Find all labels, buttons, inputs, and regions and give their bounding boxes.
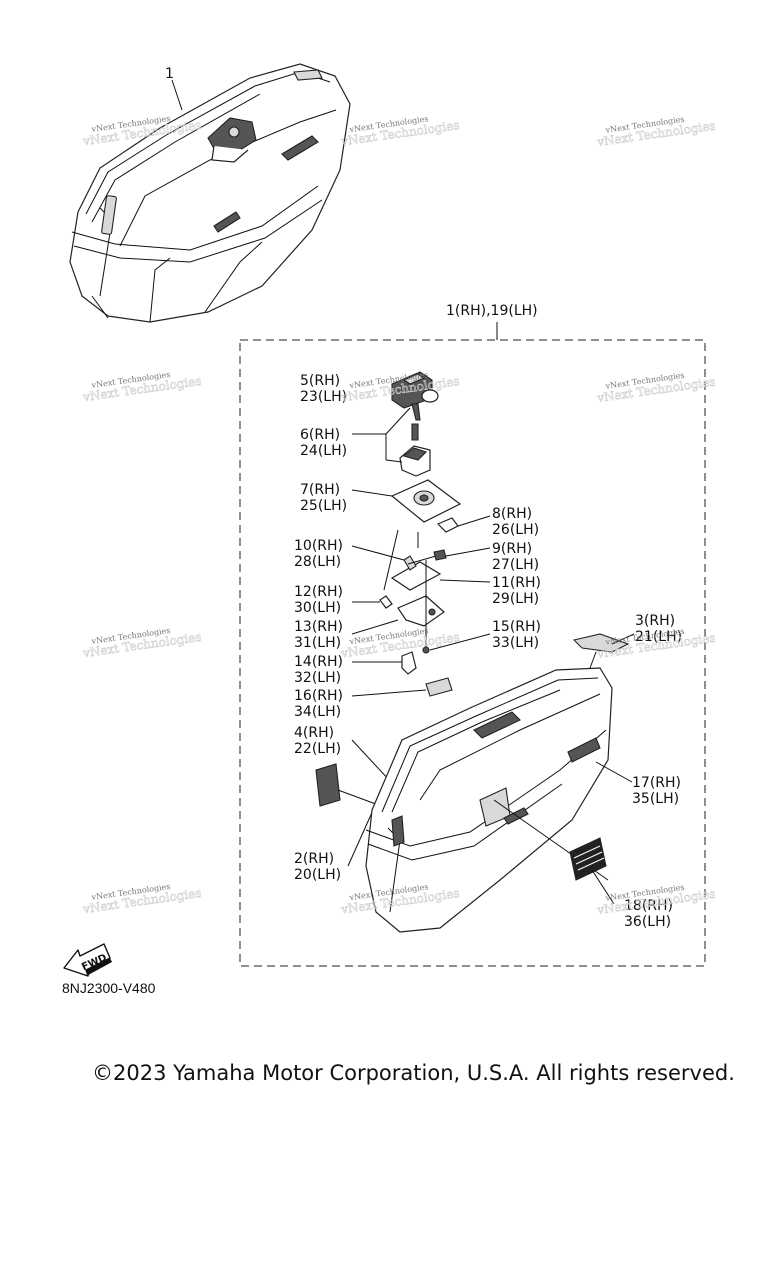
callout-10: 10(RH)28(LH): [294, 538, 343, 570]
svg-text:29(LH): 29(LH): [492, 591, 539, 607]
part-base-plate: [390, 479, 462, 523]
callout-12: 12(RH)30(LH): [294, 584, 343, 616]
svg-text:15(RH): 15(RH): [492, 619, 541, 635]
svg-text:25(LH): 25(LH): [300, 498, 347, 514]
svg-text:24(LH): 24(LH): [300, 443, 347, 459]
part-spring: [379, 595, 393, 609]
part-lock-cylinder: [391, 371, 439, 421]
callout-15: 15(RH)33(LH): [492, 619, 541, 651]
part-reflector: [425, 677, 453, 697]
part-screw: [422, 646, 430, 654]
svg-text:13(RH): 13(RH): [294, 619, 343, 635]
part-side-bracket: [315, 763, 341, 807]
part-lock-assembly: [399, 423, 431, 477]
svg-text:18(RH): 18(RH): [624, 898, 673, 914]
callout-7: 7(RH)25(LH): [300, 482, 347, 514]
callout-13: 13(RH)31(LH): [294, 619, 343, 651]
svg-text:8(RH): 8(RH): [492, 506, 532, 522]
svg-text:20(LH): 20(LH): [294, 867, 341, 883]
svg-text:2(RH): 2(RH): [294, 851, 334, 867]
part-latch-mechanism: [390, 549, 447, 591]
callout-11: 11(RH)29(LH): [492, 575, 541, 607]
callout-4: 4(RH)22(LH): [294, 725, 341, 757]
saddlebag-complete-illustration: [69, 63, 351, 323]
callout-1: 1: [165, 66, 174, 82]
svg-text:30(LH): 30(LH): [294, 600, 341, 616]
svg-text:36(LH): 36(LH): [624, 914, 671, 930]
callout-14: 14(RH)32(LH): [294, 654, 343, 686]
svg-text:35(LH): 35(LH): [632, 791, 679, 807]
figure-code: 8NJ2300-V480: [62, 980, 156, 996]
callout-3: 3(RH)21(LH): [635, 613, 682, 645]
svg-text:32(LH): 32(LH): [294, 670, 341, 686]
svg-text:21(LH): 21(LH): [635, 629, 682, 645]
svg-text:7(RH): 7(RH): [300, 482, 340, 498]
svg-text:34(LH): 34(LH): [294, 704, 341, 720]
svg-text:3(RH): 3(RH): [635, 613, 675, 629]
part-warning-label: [569, 837, 607, 881]
svg-text:27(LH): 27(LH): [492, 557, 539, 573]
svg-text:4(RH): 4(RH): [294, 725, 334, 741]
svg-text:5(RH): 5(RH): [300, 373, 340, 389]
svg-text:26(LH): 26(LH): [492, 522, 539, 538]
svg-text:31(LH): 31(LH): [294, 635, 341, 651]
callout-2: 2(RH)20(LH): [294, 851, 341, 883]
svg-text:23(LH): 23(LH): [300, 389, 347, 405]
svg-text:22(LH): 22(LH): [294, 741, 341, 757]
svg-text:11(RH): 11(RH): [492, 575, 541, 591]
svg-text:6(RH): 6(RH): [300, 427, 340, 443]
callout-6: 6(RH)24(LH): [300, 427, 347, 459]
svg-text:10(RH): 10(RH): [294, 538, 343, 554]
copyright-notice: ©2023 Yamaha Motor Corporation, U.S.A. A…: [92, 1061, 735, 1085]
svg-text:28(LH): 28(LH): [294, 554, 341, 570]
callout-16: 16(RH)34(LH): [294, 688, 343, 720]
callout-8: 8(RH)26(LH): [492, 506, 539, 538]
assembly-label: 1(RH),19(LH): [446, 303, 538, 319]
svg-text:9(RH): 9(RH): [492, 541, 532, 557]
part-latch-plate: [397, 595, 445, 627]
svg-text:16(RH): 16(RH): [294, 688, 343, 704]
part-bracket: [436, 517, 459, 533]
svg-text:14(RH): 14(RH): [294, 654, 343, 670]
saddlebag-exploded-shell: [365, 667, 613, 933]
svg-text:12(RH): 12(RH): [294, 584, 343, 600]
part-emblem: [572, 633, 630, 653]
callout-18: 18(RH)36(LH): [624, 898, 673, 930]
callout-17: 17(RH)35(LH): [632, 775, 681, 807]
svg-text:33(LH): 33(LH): [492, 635, 539, 651]
callout-9: 9(RH)27(LH): [492, 541, 539, 573]
part-hinge-clip: [401, 651, 417, 675]
svg-text:17(RH): 17(RH): [632, 775, 681, 791]
fwd-arrow-icon: FWD: [63, 943, 112, 977]
callout-5: 5(RH)23(LH): [300, 373, 347, 405]
